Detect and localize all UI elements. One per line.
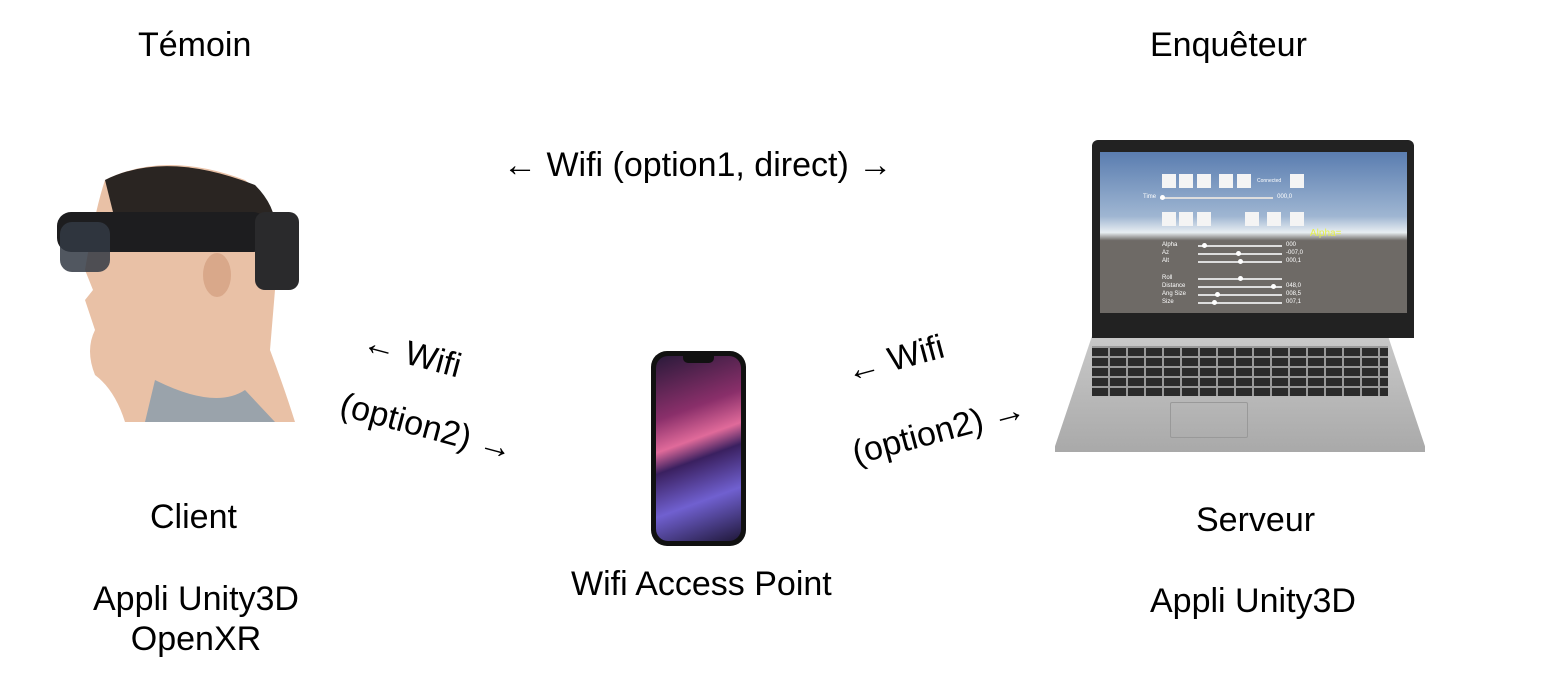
slider-track[interactable] [1198,242,1282,248]
slider-knob[interactable] [1235,250,1241,256]
slider-row[interactable]: Az -007,0 [1162,250,1303,257]
witness-label: Témoin [138,26,252,64]
slider-label: Distance [1162,283,1186,289]
slider-label: Az [1162,250,1170,256]
laptop-touchpad [1170,402,1248,438]
slider-knob[interactable] [1215,291,1221,297]
slider-track[interactable] [1198,283,1282,289]
hololens-user-image [57,165,299,422]
slider-track[interactable] [1198,291,1282,297]
slider-knob[interactable] [1237,275,1243,281]
slider-row[interactable]: Alpha 000 [1162,242,1296,249]
slider-row[interactable]: Alt 000,1 [1162,258,1301,265]
slider-row[interactable]: Roll [1162,275,1286,282]
slider-knob[interactable] [1271,283,1277,289]
slider-track[interactable] [1198,275,1282,281]
smartphone-access-point-image [651,351,746,546]
wifi-option2-right-line1: ← Wifi [841,327,949,391]
slider-row[interactable]: Distance 048,0 [1162,283,1301,290]
slider-knob[interactable] [1212,299,1218,305]
server-app-line1: Appli Unity3D [1150,582,1356,620]
wifi-option2-left-line1: ← Wifi [358,322,466,386]
slider-track[interactable] [1198,258,1282,264]
slider-label: Size [1162,299,1174,305]
wifi-option2-left-line2: (option2) → [336,385,518,469]
connected-checkbox: Connected [1257,178,1282,184]
slider-knob[interactable] [1237,258,1243,264]
slider-value: 000 [1286,242,1297,248]
slider-label: Alt [1162,258,1170,264]
slider-value: 007,1 [1286,299,1302,305]
time-value: 000,0 [1277,194,1293,200]
access-point-label: Wifi Access Point [571,565,832,603]
server-label: Serveur [1196,501,1316,539]
wifi-option2-right-line2: (option2) → [848,389,1030,473]
slider-row[interactable]: Size 007,1 [1162,299,1301,306]
slider-track[interactable] [1198,250,1282,256]
slider-value: 008,5 [1286,291,1302,297]
slider-knob[interactable] [1201,242,1207,248]
client-app-line1: Appli Unity3D [93,580,299,618]
wifi-direct-link-label: ← Wifi (option1, direct) → [503,146,893,184]
slider-value: 000,1 [1286,258,1302,264]
slider-label: Ang Size [1162,291,1187,297]
slider-label: Alpha [1162,242,1178,248]
client-app-line2: OpenXR [130,620,262,658]
slider-row[interactable]: Ang Size 008,5 [1162,291,1301,298]
slider-value: 048,0 [1286,283,1302,289]
investigator-label: Enquêteur [1150,26,1307,64]
client-label: Client [150,498,237,536]
slider-label: Roll [1162,275,1173,281]
laptop-keyboard [1092,346,1388,396]
slider-value: -007,0 [1286,250,1304,256]
alpha-overlay: Alpha= [1310,228,1342,239]
slider-track[interactable] [1198,299,1282,305]
time-label: Time [1143,194,1157,200]
